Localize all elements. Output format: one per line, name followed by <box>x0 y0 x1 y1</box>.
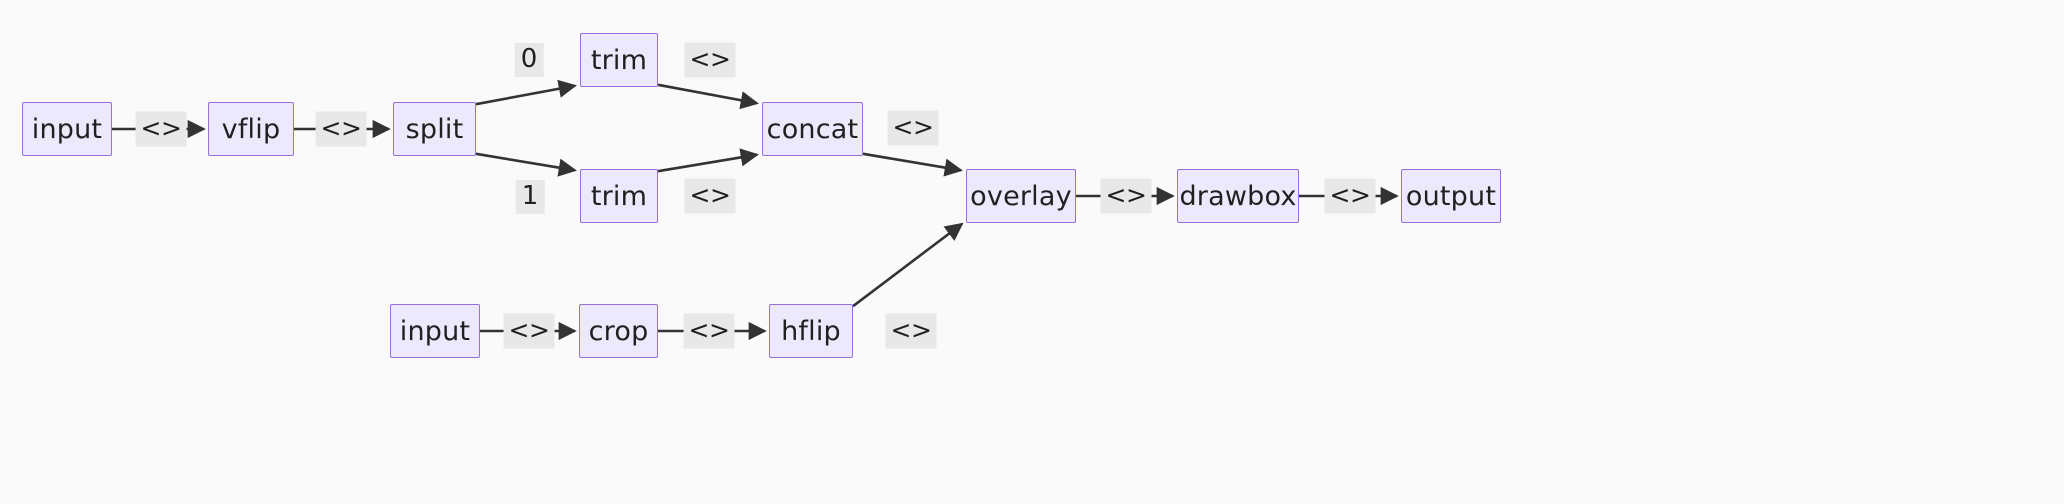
node-concat[interactable]: concat <box>762 102 863 156</box>
node-output[interactable]: output <box>1401 169 1501 223</box>
edge-label-concat-overlay: <> <box>887 110 939 146</box>
node-split[interactable]: split <box>393 102 476 156</box>
edge-label-split-trim1: 1 <box>515 180 545 214</box>
node-drawbox[interactable]: drawbox <box>1177 169 1299 223</box>
e-concat-overlay <box>862 152 963 177</box>
node-crop[interactable]: crop <box>579 304 658 358</box>
node-input1[interactable]: input <box>22 102 112 156</box>
e-hflip-overlay <box>852 222 964 308</box>
edge-label-crop-hflip: <> <box>683 313 735 349</box>
e-trim1-concat <box>657 148 759 173</box>
edge-label-drawbox-output: <> <box>1324 178 1376 214</box>
e-split-trim1 <box>475 152 577 177</box>
e-split-trim0 <box>475 79 577 106</box>
node-label: hflip <box>781 315 841 347</box>
node-vflip[interactable]: vflip <box>208 102 294 156</box>
edge-label-split-trim0: 0 <box>514 43 544 77</box>
node-label: trim <box>590 180 648 212</box>
edge-label-overlay-drawbox: <> <box>1100 178 1152 214</box>
node-input2[interactable]: input <box>390 304 480 358</box>
node-label: split <box>405 113 464 145</box>
edge-label-trim1-concat: <> <box>684 178 736 214</box>
node-overlay[interactable]: overlay <box>966 169 1076 223</box>
edge-label-vflip-split: <> <box>315 111 367 147</box>
node-label: output <box>1405 180 1497 212</box>
node-label: crop <box>588 315 649 347</box>
e-trim0-concat <box>657 83 759 110</box>
edge-label-hflip-overlay: <> <box>885 313 937 349</box>
edge-label-trim0-concat: <> <box>684 42 736 78</box>
node-hflip[interactable]: hflip <box>769 304 853 358</box>
node-label: input <box>31 113 103 145</box>
node-label: vflip <box>221 113 281 145</box>
node-label: concat <box>766 113 859 145</box>
node-label: overlay <box>970 180 1072 212</box>
node-label: drawbox <box>1179 180 1297 212</box>
node-label: trim <box>590 44 648 76</box>
node-label: input <box>399 315 471 347</box>
node-trim0[interactable]: trim <box>580 33 658 87</box>
edge-label-input2-crop: <> <box>503 313 555 349</box>
edge-label-input1-vflip: <> <box>135 111 187 147</box>
node-trim1[interactable]: trim <box>580 169 658 223</box>
